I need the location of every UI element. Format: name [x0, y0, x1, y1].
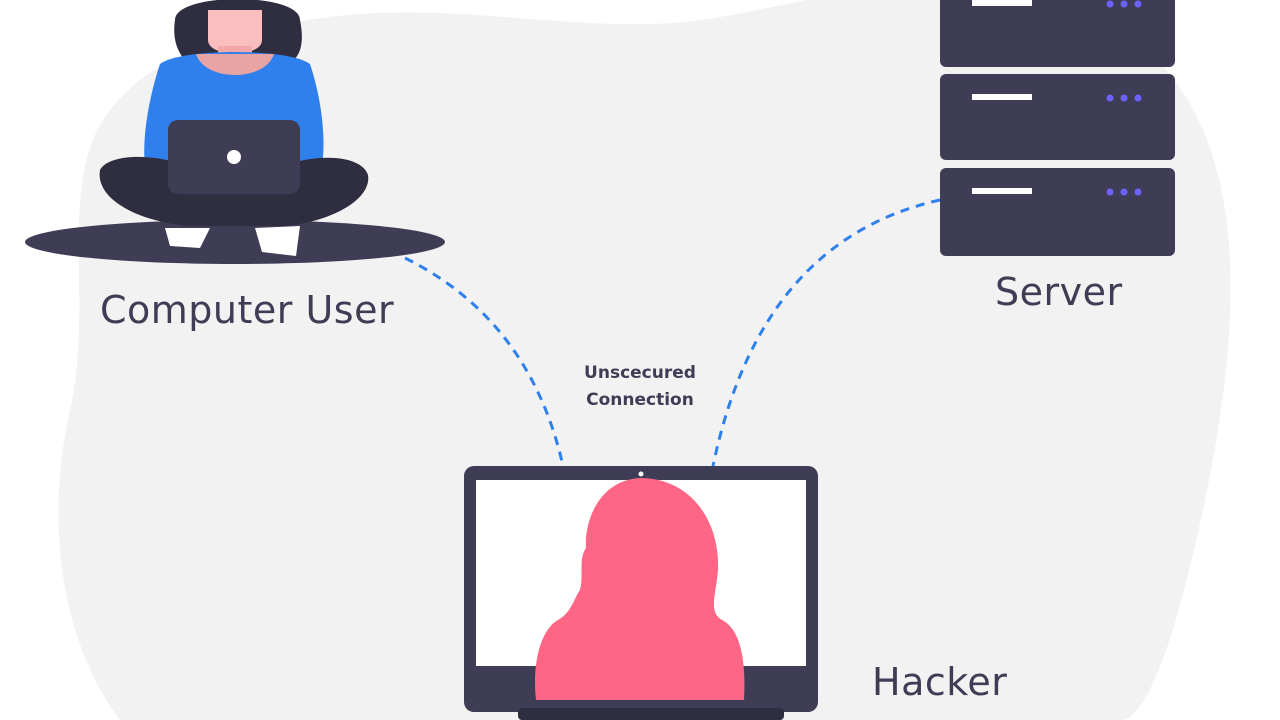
unsecured-connection-label: Unscecured Connection: [560, 360, 720, 414]
user-foot-right: [255, 226, 300, 256]
server-label: Server: [995, 270, 1123, 314]
connection-label-line2: Connection: [586, 390, 694, 410]
hooded-hacker-monitor-icon: [464, 466, 818, 720]
computer-user-label: Computer User: [100, 288, 395, 332]
user-foot-left: [165, 228, 210, 248]
laptop-logo: [227, 150, 241, 164]
server-unit: [940, 168, 1175, 256]
connection-user-to-hacker: [404, 256, 565, 467]
hacker-label: Hacker: [872, 660, 1008, 704]
person-with-laptop-icon: [25, 0, 445, 264]
user-floor-shadow: [25, 220, 445, 264]
server-rack-icon: [940, 0, 1175, 256]
user-neckline: [196, 54, 274, 75]
monitor-camera: [638, 471, 644, 477]
user-face: [208, 10, 262, 54]
server-unit: [940, 74, 1175, 160]
hacker-silhouette: [534, 478, 745, 700]
monitor-stand: [518, 708, 784, 720]
server-unit: [940, 0, 1175, 67]
connection-label-line1: Unscecured: [584, 363, 696, 383]
